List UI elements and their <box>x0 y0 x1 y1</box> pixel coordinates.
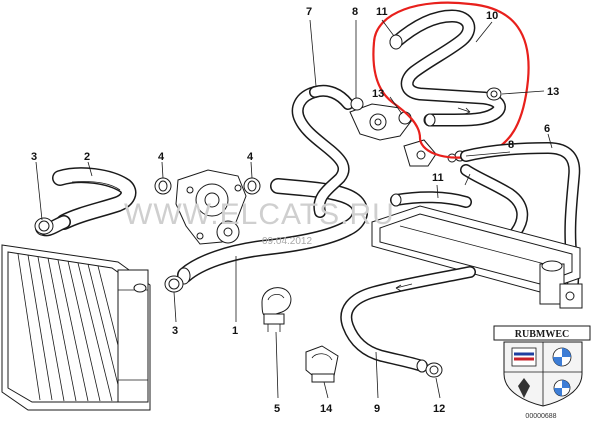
radiator <box>1 244 151 411</box>
leader-lines <box>35 19 553 399</box>
thermostat-housing <box>349 103 437 167</box>
hose-clamp-3-lower <box>164 275 184 293</box>
expansion-tank-bracket <box>371 205 583 309</box>
hose-clamp-13-upper <box>486 87 502 101</box>
callout-8-lower: 8 <box>508 139 514 151</box>
hose-10 <box>389 9 506 127</box>
callout-4-right: 4 <box>247 151 254 163</box>
callout-12: 12 <box>433 403 445 415</box>
callout-10: 10 <box>486 10 498 22</box>
hose-clip-5 <box>261 287 292 332</box>
hose-1 <box>177 178 369 285</box>
hose-clip-14 <box>305 345 339 383</box>
hose-clamp-13-lower <box>398 111 412 125</box>
callout-3-lower: 3 <box>172 325 178 337</box>
callout-1: 1 <box>232 325 238 337</box>
callout-3-upper: 3 <box>31 151 37 163</box>
hose-clamp-4-left <box>154 177 172 195</box>
callout-labels: 3 2 4 4 3 1 5 14 9 12 7 8 11 10 13 13 8 … <box>31 6 559 415</box>
watermark-text: WWW.ELCATS.RU <box>124 198 395 231</box>
highlight-outline <box>372 1 530 159</box>
callout-13-left: 13 <box>372 88 384 100</box>
callout-14: 14 <box>320 403 333 415</box>
hose-clamp-12 <box>425 362 443 378</box>
callout-13-right: 13 <box>547 86 559 98</box>
callout-5: 5 <box>274 403 280 415</box>
callout-6: 6 <box>544 123 550 135</box>
hose-9 <box>340 266 476 373</box>
badge-text: RUBMWEC <box>515 329 569 340</box>
hose-clamp-8-upper <box>350 97 364 111</box>
hose-clamp-3-upper <box>34 217 54 235</box>
rubmwec-badge: RUBMWEC <box>493 325 591 407</box>
callout-11-lower-a: 11 <box>432 172 444 184</box>
document-id: 00000688 <box>525 413 556 420</box>
watermark-date: 09.04.2012 <box>262 236 312 247</box>
hose-7 <box>291 84 354 218</box>
callout-8-upper: 8 <box>352 6 358 18</box>
callout-11-upper: 11 <box>376 6 388 18</box>
callout-9: 9 <box>374 403 380 415</box>
callout-7: 7 <box>306 6 312 18</box>
hose-clamp-4-right <box>243 177 261 195</box>
water-pump <box>175 169 247 245</box>
callout-2: 2 <box>84 151 90 163</box>
callout-4-left: 4 <box>158 151 165 163</box>
